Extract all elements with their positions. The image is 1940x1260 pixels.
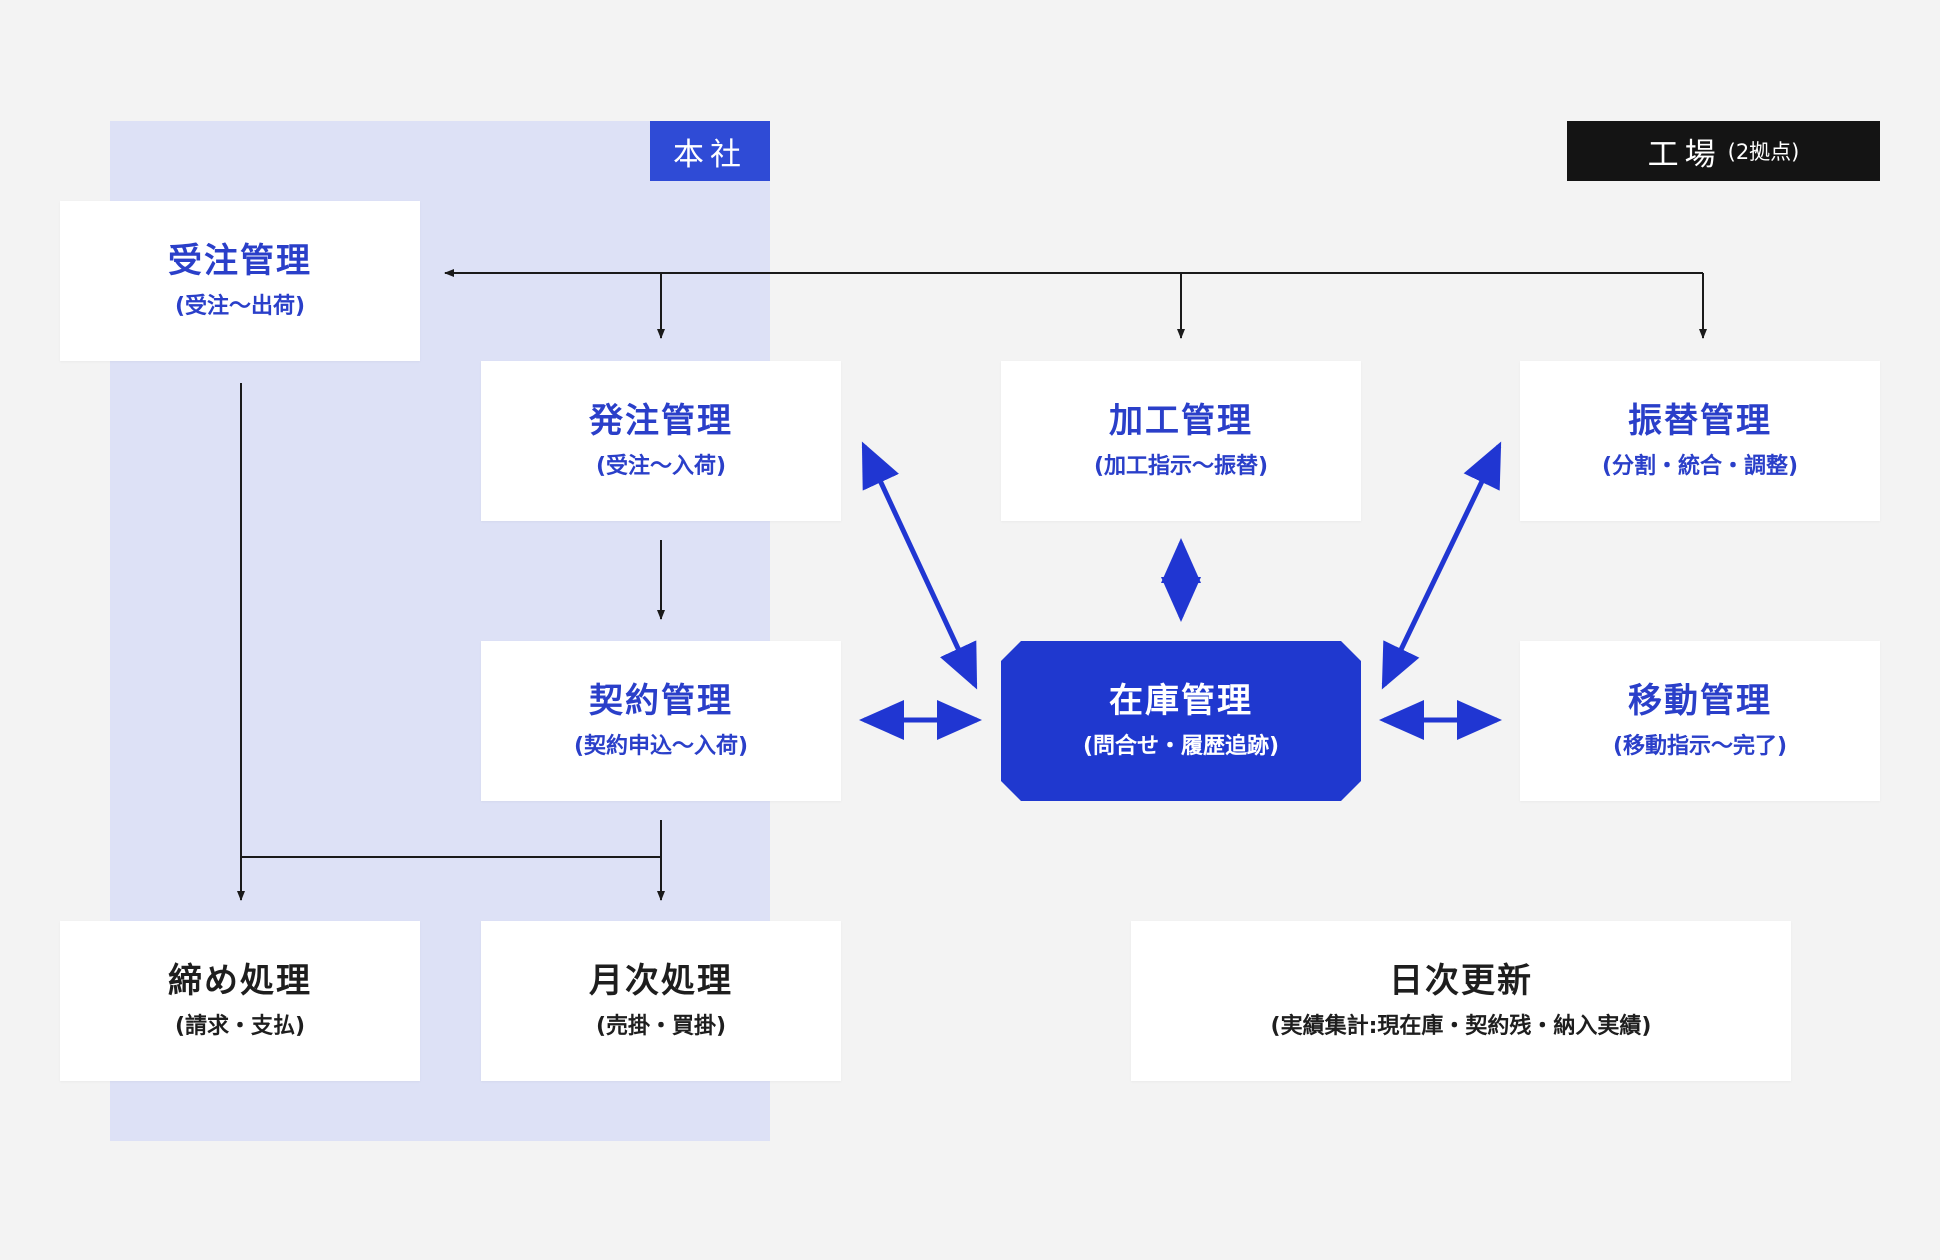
order-receiving-subtitle: (受注〜出荷)	[174, 294, 306, 320]
contract-box[interactable]: 契約管理 (契約申込〜入荷)	[481, 641, 841, 801]
daily-update-title: 日次更新	[1389, 961, 1533, 1002]
purchase-order-box[interactable]: 発注管理 (受注〜入荷)	[481, 361, 841, 521]
monthly-box[interactable]: 月次処理 (売掛・買掛)	[481, 921, 841, 1081]
order-receiving-title: 受注管理	[168, 241, 312, 282]
headquarters-label: 本社	[650, 121, 770, 181]
processing-box[interactable]: 加工管理 (加工指示〜振替)	[1001, 361, 1361, 521]
purchase-order-subtitle: (受注〜入荷)	[595, 454, 727, 480]
inventory-box[interactable]: 在庫管理 (問合せ・履歴追跡)	[1001, 641, 1361, 801]
closing-subtitle: (請求・支払)	[174, 1014, 306, 1040]
movement-title: 移動管理	[1628, 681, 1772, 722]
biarrow-transfer-inventory	[1381, 441, 1502, 690]
headquarters-label-text: 本社	[673, 136, 747, 173]
factory-label: 工場 (2拠点)	[1567, 121, 1880, 181]
processing-title: 加工管理	[1109, 401, 1253, 442]
inventory-subtitle: (問合せ・履歴追跡)	[1082, 734, 1280, 760]
order-receiving-box[interactable]: 受注管理 (受注〜出荷)	[60, 201, 420, 361]
contract-title: 契約管理	[589, 681, 733, 722]
contract-subtitle: (契約申込〜入荷)	[573, 734, 749, 760]
closing-box[interactable]: 締め処理 (請求・支払)	[60, 921, 420, 1081]
daily-update-subtitle: (実績集計:現在庫・契約残・納入実績)	[1270, 1014, 1652, 1040]
closing-title: 締め処理	[168, 961, 312, 1002]
transfer-subtitle: (分割・統合・調整)	[1601, 454, 1799, 480]
inventory-title: 在庫管理	[1109, 681, 1253, 722]
transfer-box[interactable]: 振替管理 (分割・統合・調整)	[1520, 361, 1880, 521]
daily-update-box[interactable]: 日次更新 (実績集計:現在庫・契約残・納入実績)	[1131, 921, 1791, 1081]
processing-subtitle: (加工指示〜振替)	[1093, 454, 1269, 480]
monthly-title: 月次処理	[589, 961, 733, 1002]
biarrow-purchase-inventory	[861, 441, 978, 690]
monthly-subtitle: (売掛・買掛)	[595, 1014, 727, 1040]
factory-label-sub: (2拠点)	[1727, 140, 1800, 164]
purchase-order-title: 発注管理	[589, 401, 733, 442]
movement-box[interactable]: 移動管理 (移動指示〜完了)	[1520, 641, 1880, 801]
transfer-title: 振替管理	[1628, 401, 1772, 442]
movement-subtitle: (移動指示〜完了)	[1612, 734, 1788, 760]
factory-label-text: 工場	[1647, 136, 1722, 173]
